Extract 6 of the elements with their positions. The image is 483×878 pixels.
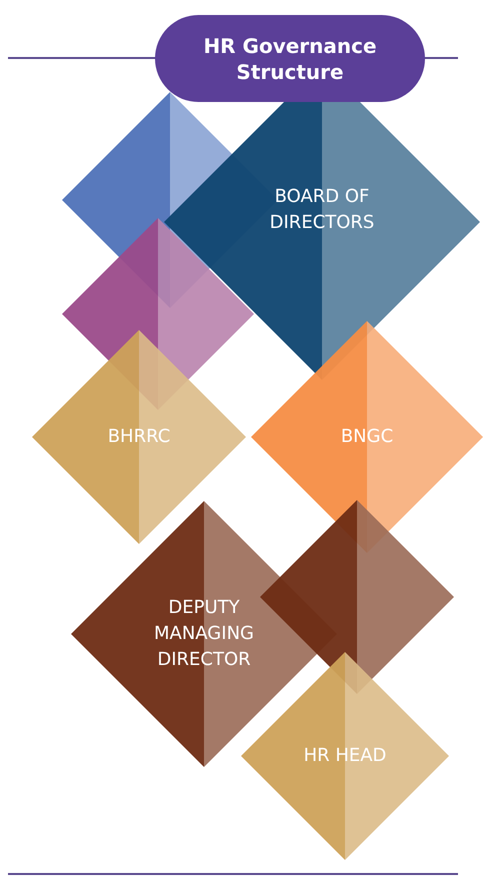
title-banner: HR Governance Structure [155,15,425,102]
node-label: BNGC [340,424,394,449]
node-label: BOARD OF DIRECTORS [268,184,376,235]
node-label: BHRRC [108,424,170,449]
node-label: HR HEAD [304,744,386,768]
node-label: DEPUTY MANAGING DIRECTOR [153,596,255,672]
